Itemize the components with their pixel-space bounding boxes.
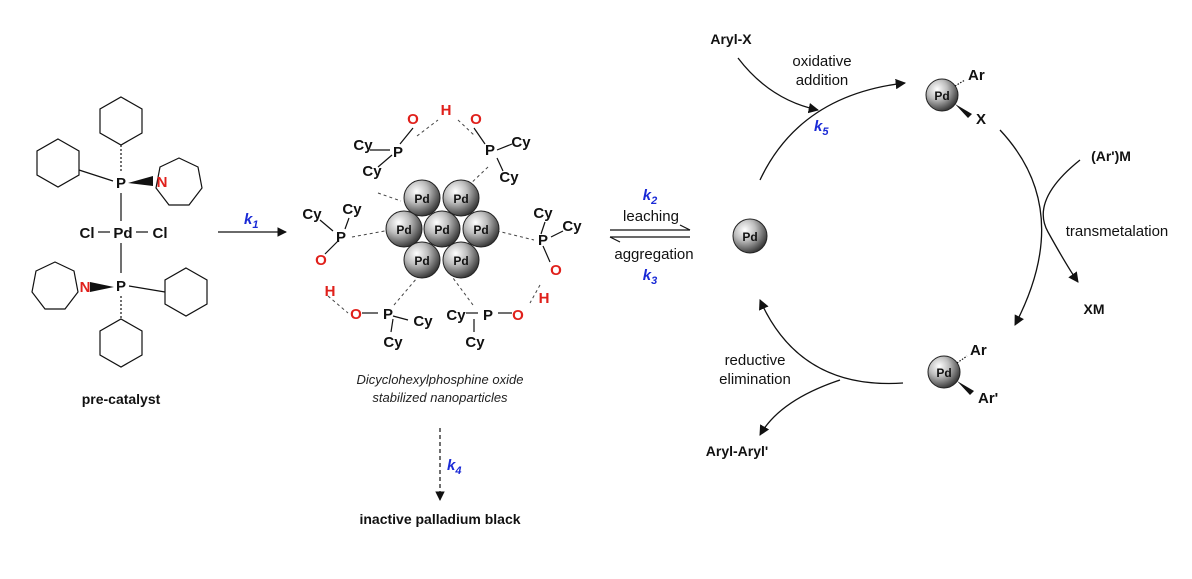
rate-constant-k3: k3 xyxy=(643,267,657,287)
cyclohexyl-ring-upper-left xyxy=(36,138,80,188)
svg-text:Cy: Cy xyxy=(362,163,382,180)
transmetalation-complex-pd xyxy=(927,355,961,389)
rate-constant-k2: k2 xyxy=(643,187,657,207)
transmetalation-label: transmetalation xyxy=(1066,223,1169,240)
svg-text:O: O xyxy=(470,111,482,128)
pd-cluster: Pd Pd Pd Pd Pd Pd Pd xyxy=(385,179,500,279)
phosphorus-atom-lower: P xyxy=(116,278,126,295)
svg-text:Cy: Cy xyxy=(562,218,582,235)
svg-text:Pd: Pd xyxy=(934,89,949,103)
precatalyst-structure: P N Cl Pd Cl P N xyxy=(31,96,208,368)
product-release-arrow xyxy=(759,379,841,436)
nanoparticle-caption-line1: Dicyclohexylphosphine oxide xyxy=(357,372,524,387)
transmetalation-side-arrow xyxy=(1042,159,1081,283)
rate-constant-k4: k4 xyxy=(447,457,461,477)
svg-text:H: H xyxy=(539,290,550,307)
svg-text:Cy: Cy xyxy=(342,201,362,218)
pd0-atom xyxy=(732,218,768,254)
nanoparticle-caption-line2: stabilized nanoparticles xyxy=(372,390,508,405)
reductive-elimination-arrow xyxy=(759,299,904,385)
nitrogen-atom-lower: N xyxy=(80,279,91,296)
svg-text:H: H xyxy=(441,102,452,119)
cyclohexyl-ring-bottom xyxy=(99,318,143,368)
addition-label: addition xyxy=(796,72,849,89)
rate-constant-k5: k5 xyxy=(814,118,829,138)
svg-text:Pd: Pd xyxy=(414,254,429,268)
svg-text:Cy: Cy xyxy=(511,134,531,151)
svg-text:Pd: Pd xyxy=(434,223,449,237)
x-ligand-label: X xyxy=(976,111,986,128)
svg-text:P: P xyxy=(483,307,493,324)
leaching-label: leaching xyxy=(623,208,679,225)
svg-text:Cy: Cy xyxy=(533,205,553,222)
precatalyst-caption: pre-catalyst xyxy=(82,391,161,407)
cyclohexyl-ring-top xyxy=(99,96,143,146)
svg-text:O: O xyxy=(407,111,419,128)
svg-text:Pd: Pd xyxy=(414,192,429,206)
nitrogen-atom-upper: N xyxy=(157,174,168,191)
svg-text:H: H xyxy=(325,283,336,300)
svg-text:Cy: Cy xyxy=(499,169,519,186)
azepane-ring-lower xyxy=(31,261,79,310)
reductive-label: reductive xyxy=(725,352,786,369)
svg-text:Pd: Pd xyxy=(473,223,488,237)
transmetalation-arrow xyxy=(999,129,1043,326)
aggregation-label: aggregation xyxy=(614,246,693,263)
biaryl-product-label: Aryl-Aryl' xyxy=(706,443,768,459)
ar-ligand-label-2: Ar xyxy=(970,342,987,359)
svg-text:P: P xyxy=(538,232,548,249)
cyclohexyl-ring-lower-right xyxy=(164,267,208,317)
svg-text:Cy: Cy xyxy=(446,307,466,324)
svg-text:O: O xyxy=(550,262,562,279)
ar-prime-ligand-label: Ar' xyxy=(978,390,998,407)
palladium-black-label: inactive palladium black xyxy=(359,511,520,527)
palladium-atom: Pd xyxy=(113,225,132,242)
oxidative-addition-arrow xyxy=(759,78,907,181)
svg-text:P: P xyxy=(336,229,346,246)
pd0-label: Pd xyxy=(742,230,757,244)
elimination-label: elimination xyxy=(719,371,791,388)
aryl-x-label: Aryl-X xyxy=(710,31,752,47)
oxidative-label: oxidative xyxy=(792,53,851,70)
chlorine-atom-left: Cl xyxy=(80,225,95,242)
rate-constant-k1: k1 xyxy=(244,211,258,231)
aryl-x-entry-arrow xyxy=(737,57,820,114)
svg-text:Cy: Cy xyxy=(302,206,322,223)
xm-byproduct-label: XM xyxy=(1084,301,1105,317)
phosphorus-atom-upper: P xyxy=(116,175,126,192)
svg-text:Cy: Cy xyxy=(383,334,403,351)
svg-text:P: P xyxy=(485,142,495,159)
svg-text:P: P xyxy=(383,306,393,323)
leaching-aggregation-equilibrium xyxy=(609,224,691,243)
svg-text:Pd: Pd xyxy=(453,192,468,206)
chlorine-atom-right: Cl xyxy=(153,225,168,242)
svg-text:Pd: Pd xyxy=(936,366,951,380)
svg-text:O: O xyxy=(315,252,327,269)
ar-ligand-label: Ar xyxy=(968,67,985,84)
organometallic-reagent-label: (Ar')M xyxy=(1091,148,1131,164)
svg-text:Pd: Pd xyxy=(453,254,468,268)
svg-text:Cy: Cy xyxy=(353,137,373,154)
svg-text:Cy: Cy xyxy=(413,313,433,330)
svg-text:O: O xyxy=(512,307,524,324)
svg-text:O: O xyxy=(350,306,362,323)
svg-text:P: P xyxy=(393,144,403,161)
svg-text:Pd: Pd xyxy=(396,223,411,237)
oxidative-addition-complex-pd xyxy=(925,78,959,112)
svg-text:Cy: Cy xyxy=(465,334,485,351)
nanoparticle-structure: Pd Pd Pd Pd Pd Pd Pd O H O Cy P Cy P Cy … xyxy=(302,102,582,351)
